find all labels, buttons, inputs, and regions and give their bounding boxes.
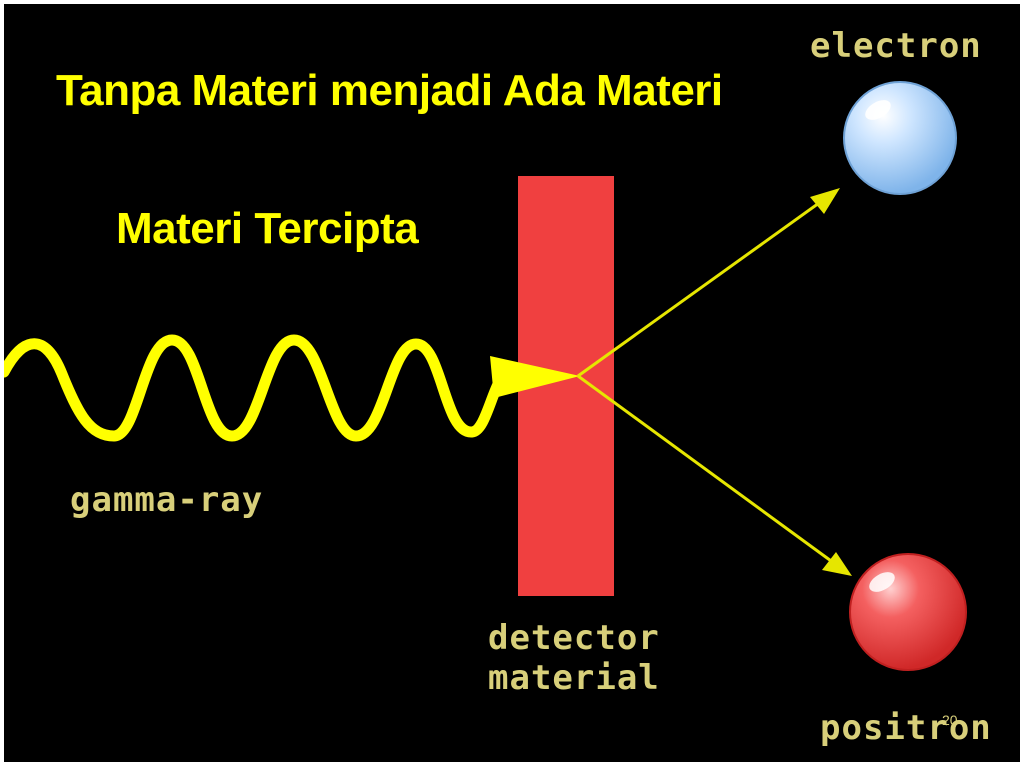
detector-material-label: detector material bbox=[488, 618, 660, 698]
gamma-ray-arrowhead bbox=[490, 356, 580, 398]
diagram-canvas: Tanpa Materi menjadi Ada Materi Materi T… bbox=[4, 4, 1020, 762]
electron-path-line bbox=[577, 196, 827, 378]
gamma-ray-wave bbox=[4, 334, 506, 442]
slide-subtitle: Materi Tercipta bbox=[116, 204, 419, 253]
electron-sphere-icon bbox=[843, 81, 957, 195]
positron-sphere-icon bbox=[849, 553, 967, 671]
slide-number: 20 bbox=[942, 712, 958, 728]
electron-path-arrowhead bbox=[810, 188, 840, 214]
positron-path-arrowhead bbox=[822, 552, 852, 576]
positron-label: positron bbox=[820, 708, 992, 748]
slide-title: Tanpa Materi menjadi Ada Materi bbox=[56, 66, 723, 115]
detector-label-line1: detector bbox=[488, 618, 660, 658]
detector-label-line2: material bbox=[488, 658, 660, 698]
electron-label: electron bbox=[810, 26, 982, 66]
gamma-ray-label: gamma-ray bbox=[70, 480, 264, 520]
positron-path-line bbox=[577, 374, 839, 568]
pair-production-diagram bbox=[4, 81, 967, 671]
